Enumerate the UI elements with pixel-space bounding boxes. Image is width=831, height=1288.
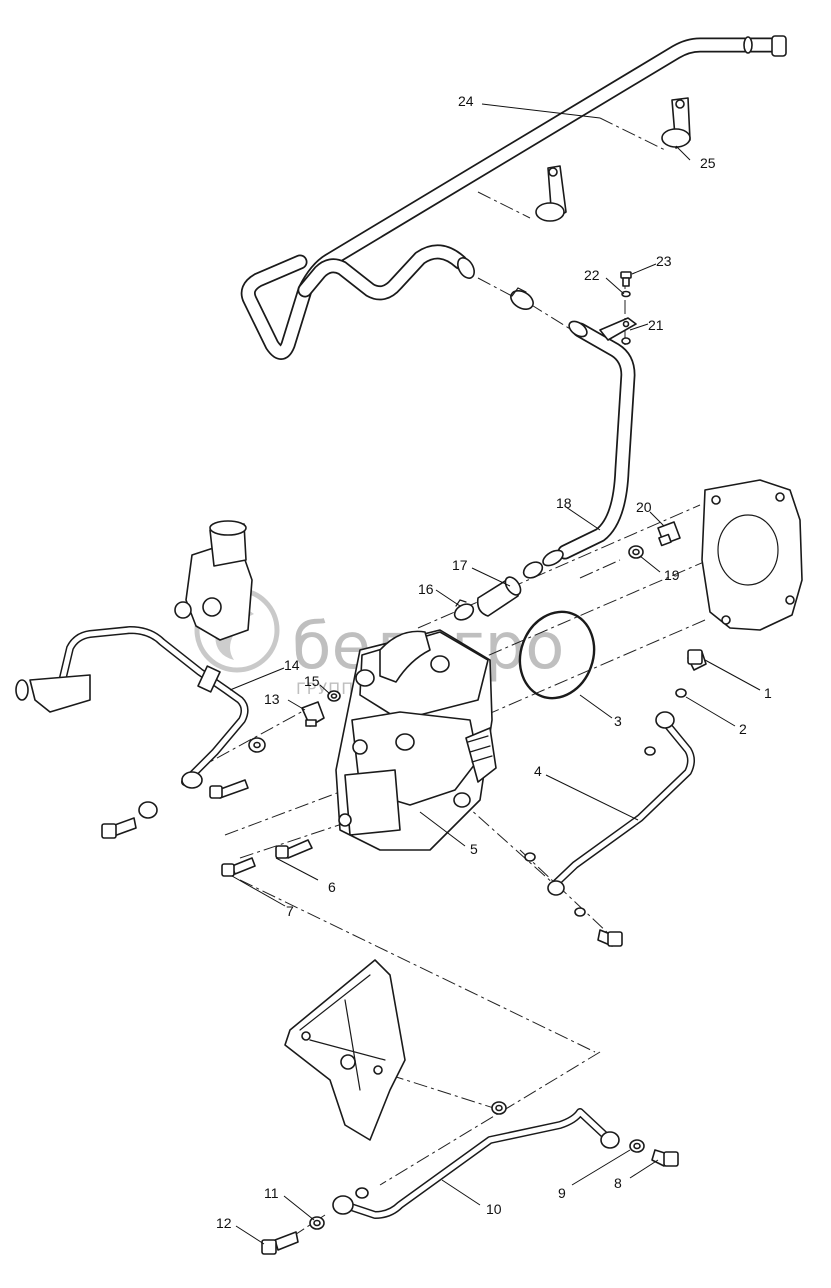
washer-15 [327, 690, 341, 702]
callout-23: 23 [656, 253, 672, 269]
washer-19 [628, 545, 644, 559]
washer-10-upper [491, 1101, 507, 1115]
hose-clamp-upper [510, 287, 534, 310]
air-pipe-18 [542, 317, 637, 567]
plug-20 [657, 521, 681, 547]
callout-22: 22 [584, 267, 600, 283]
callout-6: 6 [328, 879, 336, 895]
fitting-13 [301, 701, 325, 727]
hose-17 [476, 576, 522, 617]
bolt-8 [651, 1149, 679, 1167]
callout-7: 7 [286, 903, 294, 919]
callout-8: 8 [614, 1175, 622, 1191]
callout-20: 20 [636, 499, 652, 515]
callout-15: 15 [304, 673, 320, 689]
callout-19: 19 [664, 567, 680, 583]
washer-left-1 [248, 737, 266, 753]
washer-9 [629, 1139, 645, 1153]
intake-tube [240, 35, 787, 360]
callout-9: 9 [558, 1185, 566, 1201]
callout-14: 14 [284, 657, 300, 673]
callout-4: 4 [534, 763, 542, 779]
leader-lines [229, 103, 761, 1245]
o-ring-3 [518, 610, 596, 700]
callout-2: 2 [739, 721, 747, 737]
callout-24: 24 [458, 93, 474, 109]
callout-5: 5 [470, 841, 478, 857]
callout-3: 3 [614, 713, 622, 729]
callout-10: 10 [486, 1201, 502, 1217]
tube-clamp-25 [661, 97, 691, 149]
bolt-7 [221, 857, 256, 877]
pipe-seals [524, 852, 586, 917]
callout-13: 13 [264, 691, 280, 707]
tube-end-cap [771, 35, 787, 57]
bolt-left-1 [209, 779, 249, 799]
callout-16: 16 [418, 581, 434, 597]
bolt-23 [620, 271, 632, 345]
callout-21: 21 [648, 317, 664, 333]
callout-12: 12 [216, 1215, 232, 1231]
oil-pipe-4 [547, 711, 695, 896]
banjo-bolt-left [101, 801, 158, 839]
callout-25: 25 [700, 155, 716, 171]
gear-housing-cover [701, 479, 803, 631]
compressor-5 [335, 629, 497, 851]
callout-labels: 1 2 3 4 5 6 7 8 9 10 11 12 13 14 15 16 1… [216, 93, 772, 1231]
callout-17: 17 [452, 557, 468, 573]
bolt-1 [687, 649, 707, 671]
callout-18: 18 [556, 495, 572, 511]
callout-11: 11 [264, 1185, 279, 1201]
lower-bracket [284, 959, 406, 1141]
thermostat-housing [174, 520, 253, 641]
bolt-oil-pipe-lower [597, 929, 623, 947]
washer-2 [644, 688, 687, 756]
banjo-bolt-12 [261, 1231, 299, 1255]
tube-clamp-middle [535, 165, 567, 222]
drain-pipe-10 [332, 1108, 620, 1219]
coolant-pipe-14 [15, 626, 249, 789]
bolt-6 [275, 839, 313, 859]
hose-clamp-upper-17 [522, 561, 544, 579]
callout-1: 1 [764, 685, 772, 701]
